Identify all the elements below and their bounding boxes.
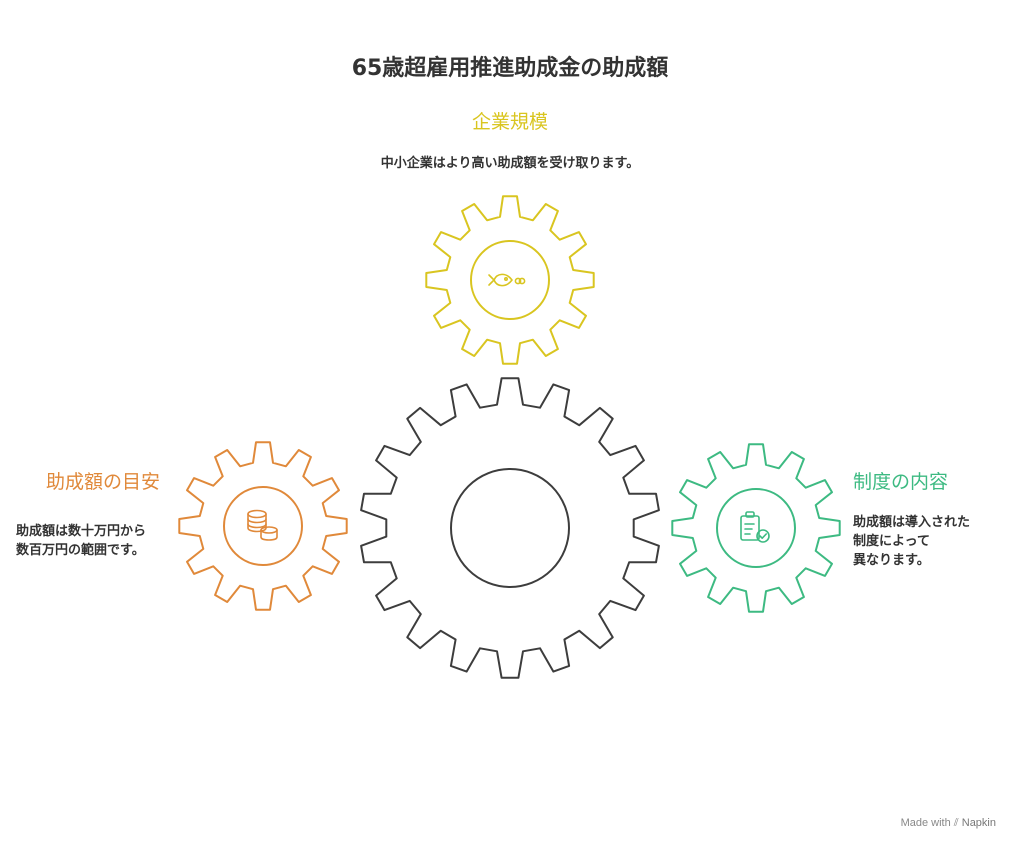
top-heading: 企業規模: [471, 111, 548, 133]
left-description-line: 助成額は数十万円から: [16, 524, 147, 539]
top-description: 中小企業はより高い助成額を受け取ります。: [380, 156, 640, 171]
left-heading: 助成額の目安: [46, 471, 161, 493]
fish-icon: [488, 273, 526, 287]
right-gear-hub: [716, 488, 796, 568]
top-gear-hub: [470, 240, 550, 320]
right-description-line: 助成額は導入された: [853, 515, 971, 530]
footer-credit: Made with ⫽ Napkin: [901, 817, 996, 830]
page-title: 65歳超雇用推進助成金の助成額: [351, 56, 669, 81]
left-description-line: 数百万円の範囲です。: [16, 543, 145, 558]
clipboard-check-icon: [740, 511, 770, 543]
main-gear: [360, 377, 660, 679]
right-description: 助成額は導入された 制度によって 異なります。: [853, 513, 1013, 570]
left-gear-hub: [223, 486, 303, 566]
coins-icon: [247, 509, 278, 541]
top-gear: [425, 195, 595, 365]
napkin-logo-icon: ⫽: [953, 817, 959, 829]
made-with-label: Made with: [900, 817, 951, 829]
brand-name: Napkin: [961, 817, 996, 829]
right-gear: [671, 443, 841, 613]
left-description: 助成額は数十万円から 数百万円の範囲です。: [16, 522, 191, 560]
right-description-line: 制度によって: [853, 534, 930, 549]
left-gear: [178, 441, 348, 611]
main-gear-hub: [450, 468, 570, 588]
right-heading: 制度の内容: [853, 471, 949, 493]
right-description-line: 異なります。: [853, 553, 930, 568]
